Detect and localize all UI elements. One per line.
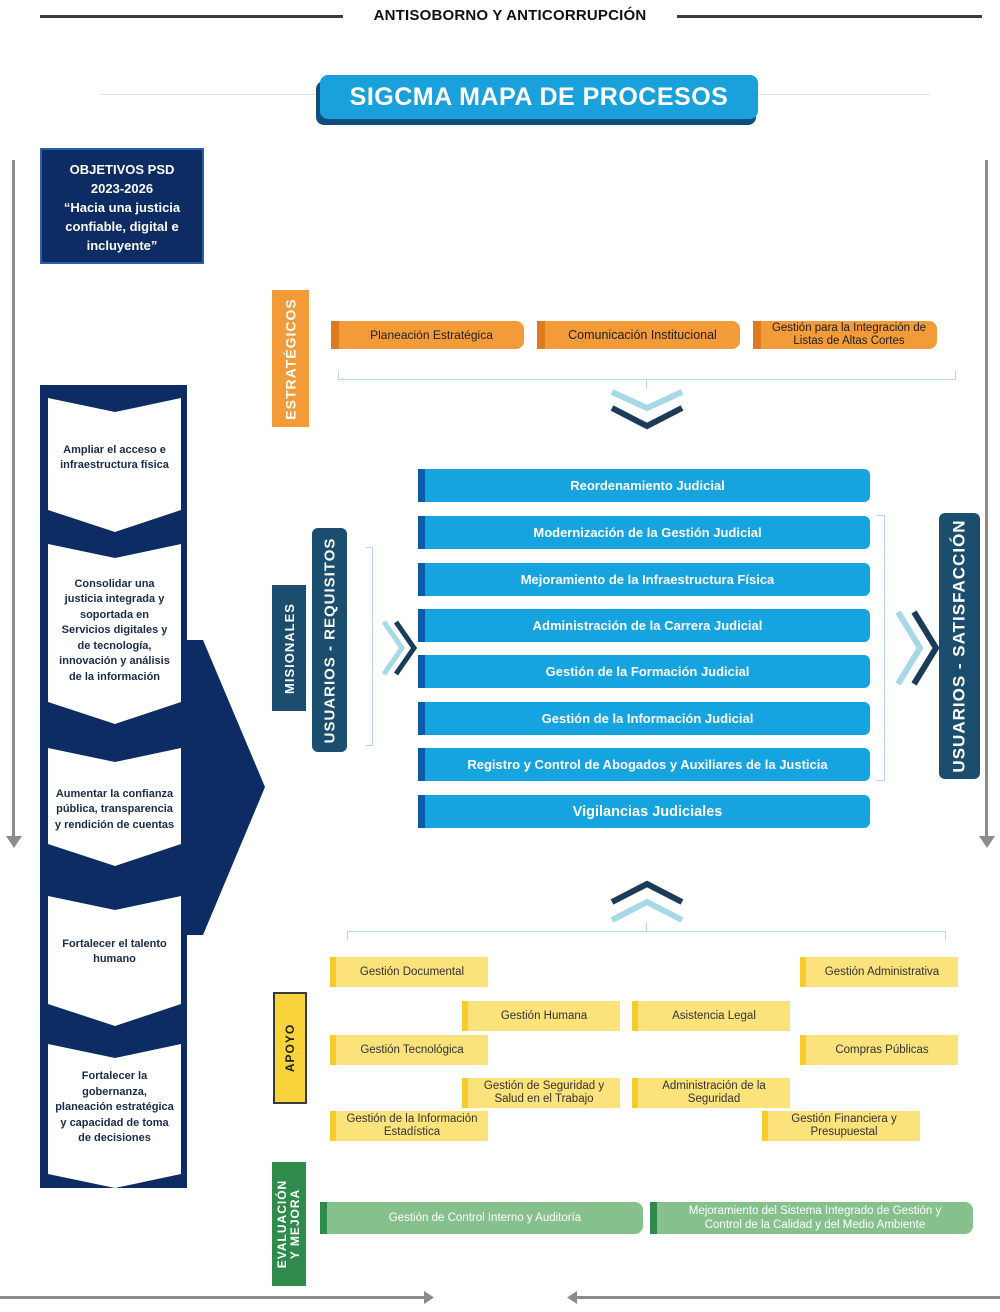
misionales-label: MISIONALES <box>272 585 306 711</box>
header-rule-left <box>40 15 343 18</box>
misionales-left-bracket-top <box>366 547 373 548</box>
apoyo-process: Administración de la Seguridad <box>632 1078 790 1108</box>
misional-process: Reordenamiento Judicial <box>418 469 870 502</box>
apoyo-process: Asistencia Legal <box>632 1001 790 1031</box>
objectives-box: OBJETIVOS PSD 2023-2026 “Hacia una justi… <box>40 148 204 264</box>
misionales-right-bracket <box>884 515 885 780</box>
estrategicos-bracket <box>338 379 956 380</box>
estrategico-process: Planeación Estratégica <box>331 321 524 349</box>
objectives-line: “Hacia una justicia <box>63 200 181 215</box>
apoyo-process: Gestión Humana <box>462 1001 620 1031</box>
misional-process: Mejoramiento de la Infraestructura Físic… <box>418 563 870 596</box>
apoyo-label: APOYO <box>273 992 307 1104</box>
misional-process: Registro y Control de Abogados y Auxilia… <box>418 748 870 781</box>
estrategico-process: Comunicación Institucional <box>537 321 740 349</box>
objectives-line: OBJETIVOS PSD <box>69 162 175 177</box>
right-vertical-arrow <box>985 160 988 840</box>
apoyo-process: Gestión Documental <box>330 957 488 987</box>
estrategico-process: Gestión para la Integración de Listas de… <box>753 321 937 349</box>
objective-item: Fortalecer el talento humano <box>62 937 167 966</box>
misionales-right-bracket-bottom <box>876 780 885 781</box>
objective-chevrons <box>48 398 181 1188</box>
evaluacion-process: Gestión de Control Interno y Auditoría <box>320 1202 643 1234</box>
bottom-arrow-right-line <box>575 1296 1000 1299</box>
misional-process: Administración de la Carrera Judicial <box>418 609 870 642</box>
right-arrow-head-icon <box>979 836 995 848</box>
evaluacion-process: Mejoramiento del Sistema Integrado de Ge… <box>650 1202 973 1234</box>
right-chevrons-out-icon <box>895 610 940 686</box>
misional-process: Gestión de la Formación Judicial <box>418 655 870 688</box>
objective-item: Ampliar el acceso e infraestructura físi… <box>60 443 169 472</box>
evaluacion-label: EVALUACIÓN Y MEJORA <box>272 1162 306 1286</box>
misionales-right-bracket-top <box>876 515 885 516</box>
estrategicos-bracket-left <box>338 371 339 380</box>
apoyo-process: Compras Públicas <box>800 1035 958 1065</box>
estrategicos-bracket-center <box>646 379 647 389</box>
apoyo-process: Gestión de la Información Estadística <box>330 1111 488 1141</box>
bottom-arrow-left-line <box>0 1296 428 1299</box>
right-chevrons-in-icon <box>381 620 418 676</box>
bottom-arrow-right-head-icon <box>424 1291 434 1304</box>
apoyo-bracket-center <box>646 922 647 932</box>
apoyo-bracket-left <box>347 931 348 940</box>
left-arrow-head-icon <box>6 836 22 848</box>
estrategicos-label: ESTRATÉGICOS <box>272 290 309 427</box>
objectives-line: confiable, digital e <box>65 219 179 234</box>
misionales-left-bracket <box>372 547 373 745</box>
misional-process: Vigilancias Judiciales <box>418 795 870 828</box>
usuarios-satisfaccion-label: USUARIOS - SATISFACCIÓN <box>939 513 980 779</box>
apoyo-bracket-right <box>945 931 946 940</box>
apoyo-process: Gestión de Seguridad y Salud en el Traba… <box>462 1078 620 1108</box>
evaluacion-label-line1: EVALUACIÓN <box>275 1179 290 1269</box>
bottom-arrow-left-head-icon <box>567 1291 577 1304</box>
objective-item: Fortalecer la gobernanza, planeación est… <box>55 1070 174 1145</box>
apoyo-process: Gestión Tecnológica <box>330 1035 488 1065</box>
estrategicos-bracket-right <box>955 371 956 380</box>
page-title: SIGCMA MAPA DE PROCESOS <box>320 75 758 119</box>
objective-item: Consolidar una justicia integrada y sopo… <box>59 577 170 683</box>
objectives-line: 2023-2026 <box>90 181 154 196</box>
left-vertical-arrow <box>12 160 15 840</box>
header-rule-right <box>677 15 982 18</box>
apoyo-process: Gestión Financiera y Presupuestal <box>762 1111 920 1141</box>
evaluacion-label-line2: Y MEJORA <box>288 1188 303 1260</box>
misional-process: Gestión de la Información Judicial <box>418 702 870 735</box>
down-chevrons-icon <box>610 389 684 430</box>
apoyo-process: Gestión Administrativa <box>800 957 958 987</box>
objective-item: Aumentar la confianza pública, transpare… <box>54 787 175 831</box>
objectives-line: incluyente” <box>86 238 158 253</box>
misionales-left-bracket-bottom <box>366 745 373 746</box>
up-chevrons-icon <box>610 880 684 923</box>
usuarios-requisitos-label: USUARIOS - REQUISITOS <box>312 528 347 752</box>
header-title: ANTISOBORNO Y ANTICORRUPCIÓN <box>373 7 647 24</box>
big-right-arrow-icon <box>185 640 265 935</box>
misional-process: Modernización de la Gestión Judicial <box>418 516 870 549</box>
